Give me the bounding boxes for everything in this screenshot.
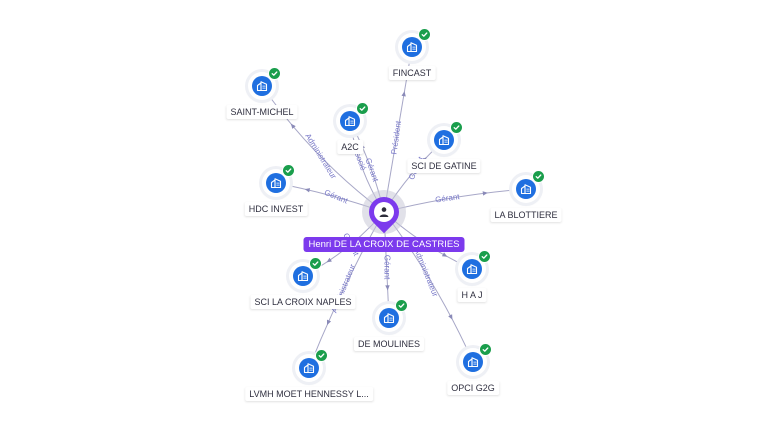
check-icon <box>359 106 366 111</box>
edge-label-la-blottiere: Gérant <box>435 192 461 204</box>
company-icon-disc <box>340 111 360 131</box>
company-icon <box>297 271 309 282</box>
edge-arrow-sci-la-croix-naples <box>326 257 332 263</box>
company-icon <box>520 184 532 195</box>
check-icon <box>285 168 292 173</box>
center-person-label[interactable]: Henri DE LA CROIX DE CASTRIES <box>303 237 465 252</box>
company-label-lvmh[interactable]: LVMH MOET HENNESSY L... <box>245 387 373 401</box>
edge-arrow-lvmh <box>327 319 332 326</box>
company-icon <box>467 357 479 368</box>
edge-arrow-saint-michel <box>290 123 296 129</box>
check-icon <box>312 261 319 266</box>
company-label-saint-michel[interactable]: SAINT-MICHEL <box>226 105 298 119</box>
company-node-a2c[interactable] <box>336 102 369 135</box>
check-icon <box>535 174 542 179</box>
edge-arrow-la-blottiere <box>482 191 488 196</box>
company-icon-disc <box>379 308 399 328</box>
company-icon-disc <box>462 259 482 279</box>
company-node-saint-michel[interactable] <box>248 67 281 100</box>
verified-badge <box>282 164 295 177</box>
company-node-la-blottiere[interactable] <box>512 170 545 203</box>
check-icon <box>398 303 405 308</box>
company-icon <box>383 313 395 324</box>
company-label-sci-de-gatine[interactable]: SCI DE GATINE <box>407 159 481 173</box>
check-icon <box>482 347 489 352</box>
edge-arrow-haj <box>441 252 448 257</box>
company-icon <box>438 135 450 146</box>
edge-label-de-moulines: Gérant <box>382 255 391 280</box>
company-label-de-moulines[interactable]: DE MOULINES <box>353 337 425 351</box>
company-node-opci-g2g[interactable] <box>459 343 492 376</box>
check-icon <box>318 353 325 358</box>
center-person-node[interactable] <box>362 190 406 234</box>
verified-badge <box>268 67 281 80</box>
verified-badge <box>478 250 491 263</box>
company-label-haj[interactable]: H A J <box>457 288 487 302</box>
company-label-sci-la-croix-naples[interactable]: SCI LA CROIX NAPLES <box>250 295 356 309</box>
company-icon-disc <box>402 37 422 57</box>
verified-badge <box>356 102 369 115</box>
company-icon <box>466 264 478 275</box>
verified-badge <box>418 28 431 41</box>
verified-badge <box>450 121 463 134</box>
person-icon <box>379 207 389 217</box>
company-icon-disc <box>434 130 454 150</box>
verified-badge <box>532 170 545 183</box>
company-label-la-blottiere[interactable]: LA BLOTTIERE <box>490 208 562 222</box>
company-icon-disc <box>266 173 286 193</box>
company-icon <box>406 42 418 53</box>
check-icon <box>271 71 278 76</box>
edge-label-hdc-invest: Gérant <box>323 188 350 206</box>
company-node-sci-de-gatine[interactable] <box>430 121 463 154</box>
company-node-hdc-invest[interactable] <box>262 164 295 197</box>
company-label-a2c[interactable]: A2C <box>337 140 363 154</box>
verified-badge <box>395 299 408 312</box>
check-icon <box>481 254 488 259</box>
edge-label-opci-g2g: Administrateur <box>412 247 440 299</box>
edge-label-fincast: Président <box>389 120 403 155</box>
company-icon-disc <box>252 76 272 96</box>
company-node-lvmh[interactable] <box>295 349 328 382</box>
company-icon <box>344 116 356 127</box>
company-icon-disc <box>516 179 536 199</box>
verified-badge <box>315 349 328 362</box>
check-icon <box>421 32 428 37</box>
company-icon <box>256 81 268 92</box>
company-label-hdc-invest[interactable]: HDC INVEST <box>244 202 308 216</box>
edge-arrow-fincast <box>401 91 406 97</box>
company-icon-disc <box>293 266 313 286</box>
company-label-opci-g2g[interactable]: OPCI G2G <box>447 381 499 395</box>
company-node-haj[interactable] <box>458 250 491 283</box>
edge-label-saint-michel: Administrateur <box>303 132 338 181</box>
check-icon <box>453 125 460 130</box>
company-label-fincast[interactable]: FINCAST <box>388 66 436 80</box>
company-icon-disc <box>463 352 483 372</box>
company-node-sci-la-croix-naples[interactable] <box>289 257 322 290</box>
company-icon <box>270 178 282 189</box>
edge-arrow-opci-g2g <box>448 314 453 320</box>
company-icon <box>303 363 315 374</box>
company-node-de-moulines[interactable] <box>375 299 408 332</box>
verified-badge <box>479 343 492 356</box>
company-node-fincast[interactable] <box>398 28 431 61</box>
edge-arrow-hdc-invest <box>304 188 311 193</box>
edge-arrow-de-moulines <box>385 285 390 291</box>
verified-badge <box>309 257 322 270</box>
company-icon-disc <box>299 358 319 378</box>
